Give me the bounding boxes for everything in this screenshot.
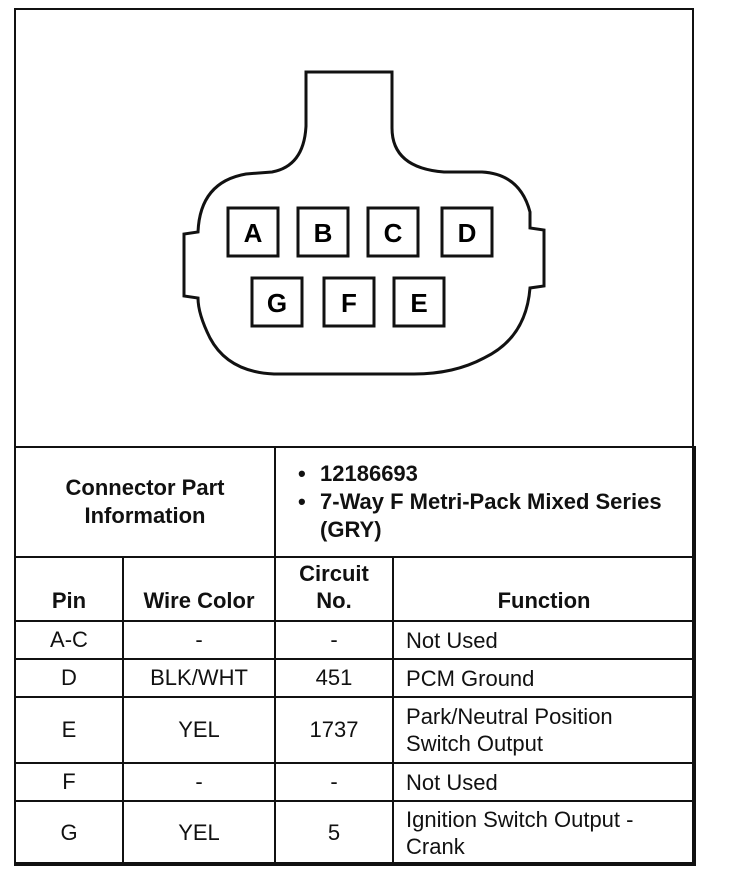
wire-color-cell: - (121, 620, 277, 660)
pin-cavity-a (226, 206, 280, 258)
connector-diagram: A B C D G F E (182, 70, 546, 376)
table-row: G YEL 5 Ignition Switch Output - Crank (14, 800, 697, 866)
table-row: F - - Not Used (14, 762, 697, 802)
pin-cavity-c (366, 206, 420, 258)
header-circuit-no: Circuit No. (274, 556, 395, 622)
header-pin: Pin (14, 556, 124, 622)
circuit-cell: - (274, 762, 395, 802)
pin-cell: G (14, 800, 124, 866)
pin-label-d: D (458, 218, 477, 248)
pin-cell: A-C (14, 620, 124, 660)
function-cell: Not Used (392, 762, 697, 802)
pin-label-f: F (341, 288, 357, 318)
part-number: 12186693 (298, 460, 694, 488)
part-info-label: Connector Part Information (13, 446, 277, 558)
pin-label-e: E (410, 288, 427, 318)
pin-cavity-f (322, 276, 376, 328)
header-function: Function (392, 556, 697, 622)
header-circuit-text: Circuit No. (299, 561, 369, 613)
function-cell: Ignition Switch Output - Crank (392, 800, 697, 866)
connector-info-table: Connector Part Information 12186693 7-Wa… (13, 446, 697, 866)
function-text: Ignition Switch Output - Crank (406, 807, 634, 859)
pin-label-a: A (244, 218, 263, 248)
connector-outline (182, 70, 546, 376)
circuit-cell: - (274, 620, 395, 660)
wire-color-cell: - (121, 762, 277, 802)
pin-cavity-e (392, 276, 446, 328)
pin-label-g: G (267, 288, 287, 318)
pin-cavity-d (440, 206, 494, 258)
pin-cell: E (14, 696, 124, 764)
pin-label-b: B (314, 218, 333, 248)
pin-cell: D (14, 658, 124, 698)
pin-label-c: C (384, 218, 403, 248)
table-row: D BLK/WHT 451 PCM Ground (14, 658, 697, 698)
table-row: A-C - - Not Used (14, 620, 697, 660)
circuit-cell: 5 (274, 800, 395, 866)
pin-cavity-b (296, 206, 350, 258)
wire-color-cell: YEL (121, 800, 277, 866)
function-text: Park/Neutral Position Switch Output (406, 704, 613, 756)
circuit-cell: 451 (274, 658, 395, 698)
part-description: 7-Way F Metri-Pack Mixed Series (GRY) (298, 488, 694, 544)
part-info-details: 12186693 7-Way F Metri-Pack Mixed Series… (274, 446, 697, 558)
function-cell: Not Used (392, 620, 697, 660)
function-cell: Park/Neutral Position Switch Output (392, 696, 697, 764)
wire-color-cell: YEL (121, 696, 277, 764)
circuit-cell: 1737 (274, 696, 395, 764)
function-cell: PCM Ground (392, 658, 697, 698)
pin-cell: F (14, 762, 124, 802)
table-row: E YEL 1737 Park/Neutral Position Switch … (14, 696, 697, 764)
wire-color-cell: BLK/WHT (121, 658, 277, 698)
header-wire-color: Wire Color (121, 556, 277, 622)
pin-cavity-g (250, 276, 304, 328)
